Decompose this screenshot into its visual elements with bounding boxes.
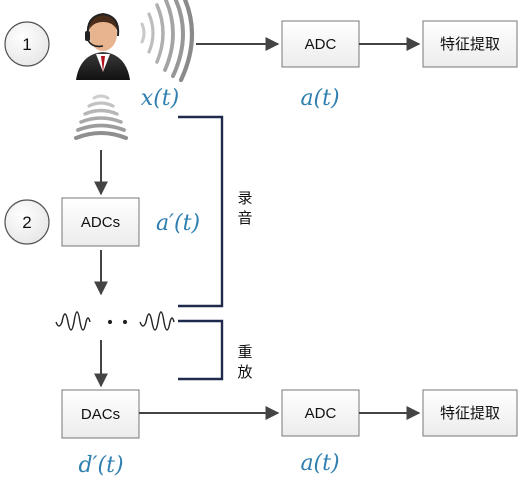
replay-bracket (178, 319, 224, 381)
signal-d-prime-label: d′(t) (78, 453, 123, 478)
signal-a-prime-label: a′(t) (156, 211, 200, 236)
adcs-box: ADCs (61, 197, 140, 247)
feature-extraction-box-bottom: 特征提取 (422, 389, 518, 437)
record-label-char-2: 音 (237, 209, 252, 227)
sound-wave-icon (140, 0, 195, 83)
replay-label-char-1: 重 (237, 343, 252, 361)
signal-a-top-label: a(t) (300, 86, 339, 111)
step-2-circle: 2 (4, 199, 50, 245)
adc-box-top-label: ADC (305, 36, 337, 53)
adc-box-bottom-label: ADC (305, 405, 337, 422)
step-2-label: 2 (22, 213, 31, 232)
adcs-box-label: ADCs (81, 214, 120, 231)
record-bracket (178, 115, 224, 308)
feature-extraction-box-top-label: 特征提取 (440, 35, 500, 53)
sound-wave-down-icon (74, 94, 128, 140)
feature-extraction-box-bottom-label: 特征提取 (440, 404, 500, 422)
record-label-char-1: 录 (237, 189, 252, 207)
feature-extraction-box-top: 特征提取 (422, 20, 518, 68)
signal-x-label: x(t) (141, 86, 179, 111)
dacs-box: DACs (61, 389, 140, 439)
step-1-label: 1 (22, 35, 31, 54)
dacs-box-label: DACs (81, 406, 120, 423)
speaker-person-icon (76, 12, 130, 80)
signal-a-bottom-label: a(t) (300, 451, 339, 476)
adc-box-top: ADC (281, 20, 360, 68)
replay-label-char-2: 放 (237, 363, 252, 381)
adc-box-bottom: ADC (281, 389, 360, 437)
waveform-icon (55, 311, 175, 331)
step-1-circle: 1 (4, 21, 50, 67)
